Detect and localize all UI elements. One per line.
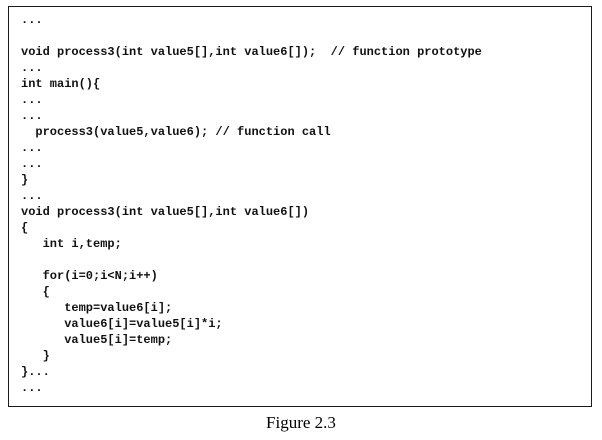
code-line xyxy=(21,28,585,44)
code-line: ... xyxy=(21,93,43,107)
code-line: ... xyxy=(21,157,43,171)
code-line: ... xyxy=(21,189,43,203)
code-line: value5[i]=temp; xyxy=(21,333,173,347)
code-line: { xyxy=(21,221,29,235)
code-line: ... xyxy=(21,381,43,395)
code-line: ... xyxy=(21,109,43,123)
code-line: value6[i]=value5[i]*i; xyxy=(21,317,223,331)
code-line xyxy=(21,252,585,268)
code-line: } xyxy=(21,349,50,363)
code-line: { xyxy=(21,285,50,299)
figure-caption: Figure 2.3 xyxy=(266,413,336,432)
code-line: ... xyxy=(21,141,43,155)
code-line: ... xyxy=(21,61,43,75)
code-figure-box: ... void process3(int value5[],int value… xyxy=(8,6,592,407)
code-line: temp=value6[i]; xyxy=(21,301,173,315)
code-line: void process3(int value5[],int value6[])… xyxy=(21,45,482,59)
code-listing: ... void process3(int value5[],int value… xyxy=(21,12,585,396)
code-line: process3(value5,value6); // function cal… xyxy=(21,125,331,139)
code-line: for(i=0;i<N;i++) xyxy=(21,269,158,283)
code-line: void process3(int value5[],int value6[]) xyxy=(21,205,310,219)
code-line: ... xyxy=(21,13,43,27)
code-line: int i,temp; xyxy=(21,237,122,251)
code-line: } xyxy=(21,173,29,187)
code-line: }... xyxy=(21,365,50,379)
code-line: int main(){ xyxy=(21,77,101,91)
